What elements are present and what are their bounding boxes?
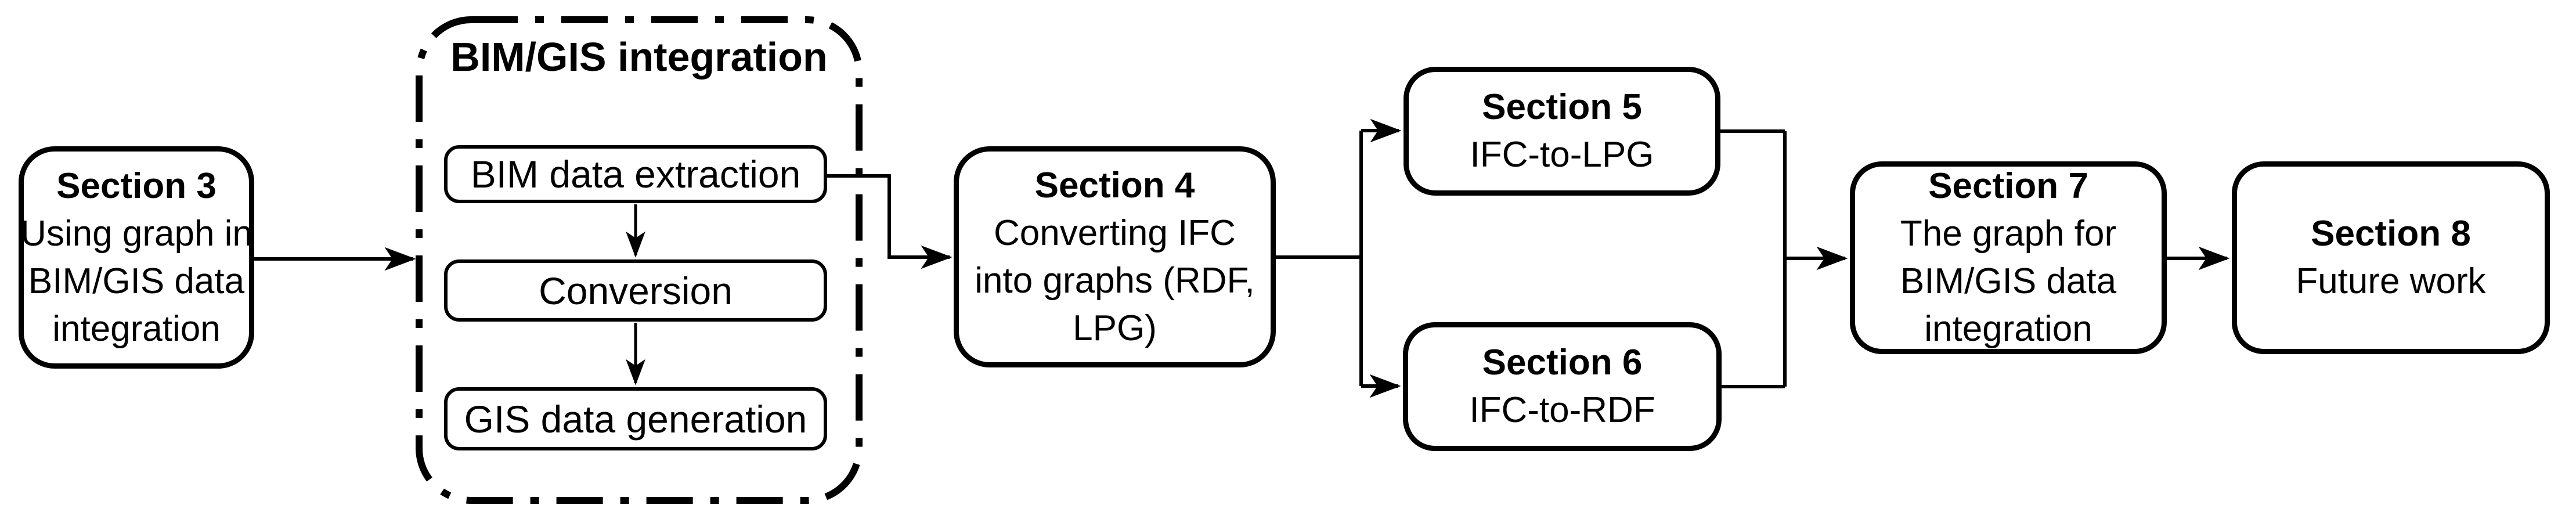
section5-node: Section 5 IFC-to-LPG xyxy=(1404,67,1720,196)
section5-line: IFC-to-LPG xyxy=(1470,135,1654,175)
bim-data-extraction-label: BIM data extraction xyxy=(470,153,801,196)
section5-title: Section 5 xyxy=(1482,87,1642,127)
section4-line: LPG) xyxy=(1073,308,1157,348)
section3-line: Using graph in xyxy=(20,213,252,254)
section6-line: IFC-to-RDF xyxy=(1469,390,1655,430)
bimgis-group-title: BIM/GIS integration xyxy=(450,34,828,80)
bimgis-group-border xyxy=(416,16,863,504)
section8-title: Section 8 xyxy=(2311,214,2471,254)
arrow-extraction-to-section4 xyxy=(827,174,953,269)
section6-node: Section 6 IFC-to-RDF xyxy=(1403,322,1722,451)
section8-node: Section 8 Future work xyxy=(2232,161,2550,354)
section3-line: BIM/GIS data xyxy=(28,261,245,301)
section8-line: Future work xyxy=(2296,261,2486,301)
conversion-label: Conversion xyxy=(539,269,733,312)
section7-node: Section 7 The graph for BIM/GIS data int… xyxy=(1850,161,2167,354)
gis-data-generation-label: GIS data generation xyxy=(464,397,807,441)
gis-data-generation-node: GIS data generation xyxy=(444,387,827,450)
section4-title: Section 4 xyxy=(1034,165,1195,205)
conversion-node: Conversion xyxy=(444,259,827,322)
section4-line: into graphs (RDF, xyxy=(975,260,1255,301)
section3-node: Section 3 Using graph in BIM/GIS data in… xyxy=(19,146,254,369)
section3-title: Section 3 xyxy=(56,165,217,206)
section4-node: Section 4 Converting IFC into graphs (RD… xyxy=(954,146,1276,367)
section4-line: Converting IFC xyxy=(994,212,1236,253)
section6-title: Section 6 xyxy=(1482,342,1643,383)
section7-line: BIM/GIS data xyxy=(1900,261,2117,301)
section7-line: The graph for xyxy=(1900,214,2117,254)
section7-line: integration xyxy=(1924,309,2092,349)
section3-line: integration xyxy=(52,308,221,349)
bim-data-extraction-node: BIM data extraction xyxy=(444,145,827,203)
section7-title: Section 7 xyxy=(1928,166,2088,206)
